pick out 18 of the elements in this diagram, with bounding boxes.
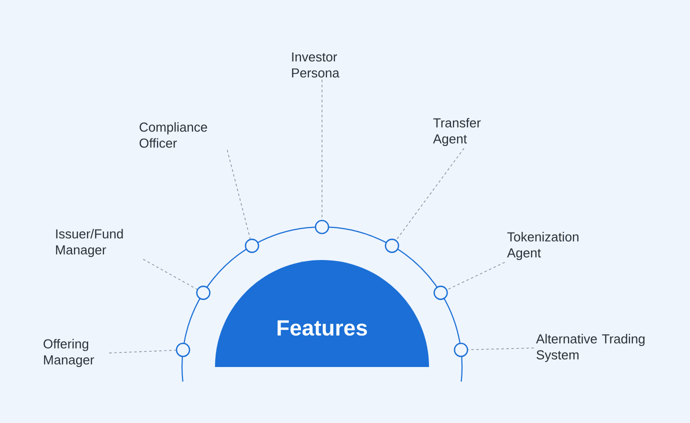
leader-line <box>226 150 251 240</box>
connector-dot <box>314 220 330 234</box>
connector-dot <box>454 342 468 358</box>
role-label: Alternative Trading System <box>536 334 645 362</box>
role-label: Investor Persona <box>292 52 340 78</box>
role-label: Tokenization Agent <box>507 232 578 260</box>
role-label: Offering Manager <box>44 338 94 368</box>
leader-line <box>108 350 176 354</box>
role-label: Compliance Officer <box>140 122 208 148</box>
leader-line <box>446 262 506 290</box>
leader-line <box>396 148 464 240</box>
role-label: Transfer Agent <box>433 118 481 146</box>
connector-dot <box>244 238 260 253</box>
connector-dot <box>384 238 400 253</box>
leader-line <box>142 258 198 290</box>
connector-dot <box>176 342 190 358</box>
leader-line <box>468 348 534 350</box>
role-label: Issuer/Fund Manager <box>56 228 123 258</box>
